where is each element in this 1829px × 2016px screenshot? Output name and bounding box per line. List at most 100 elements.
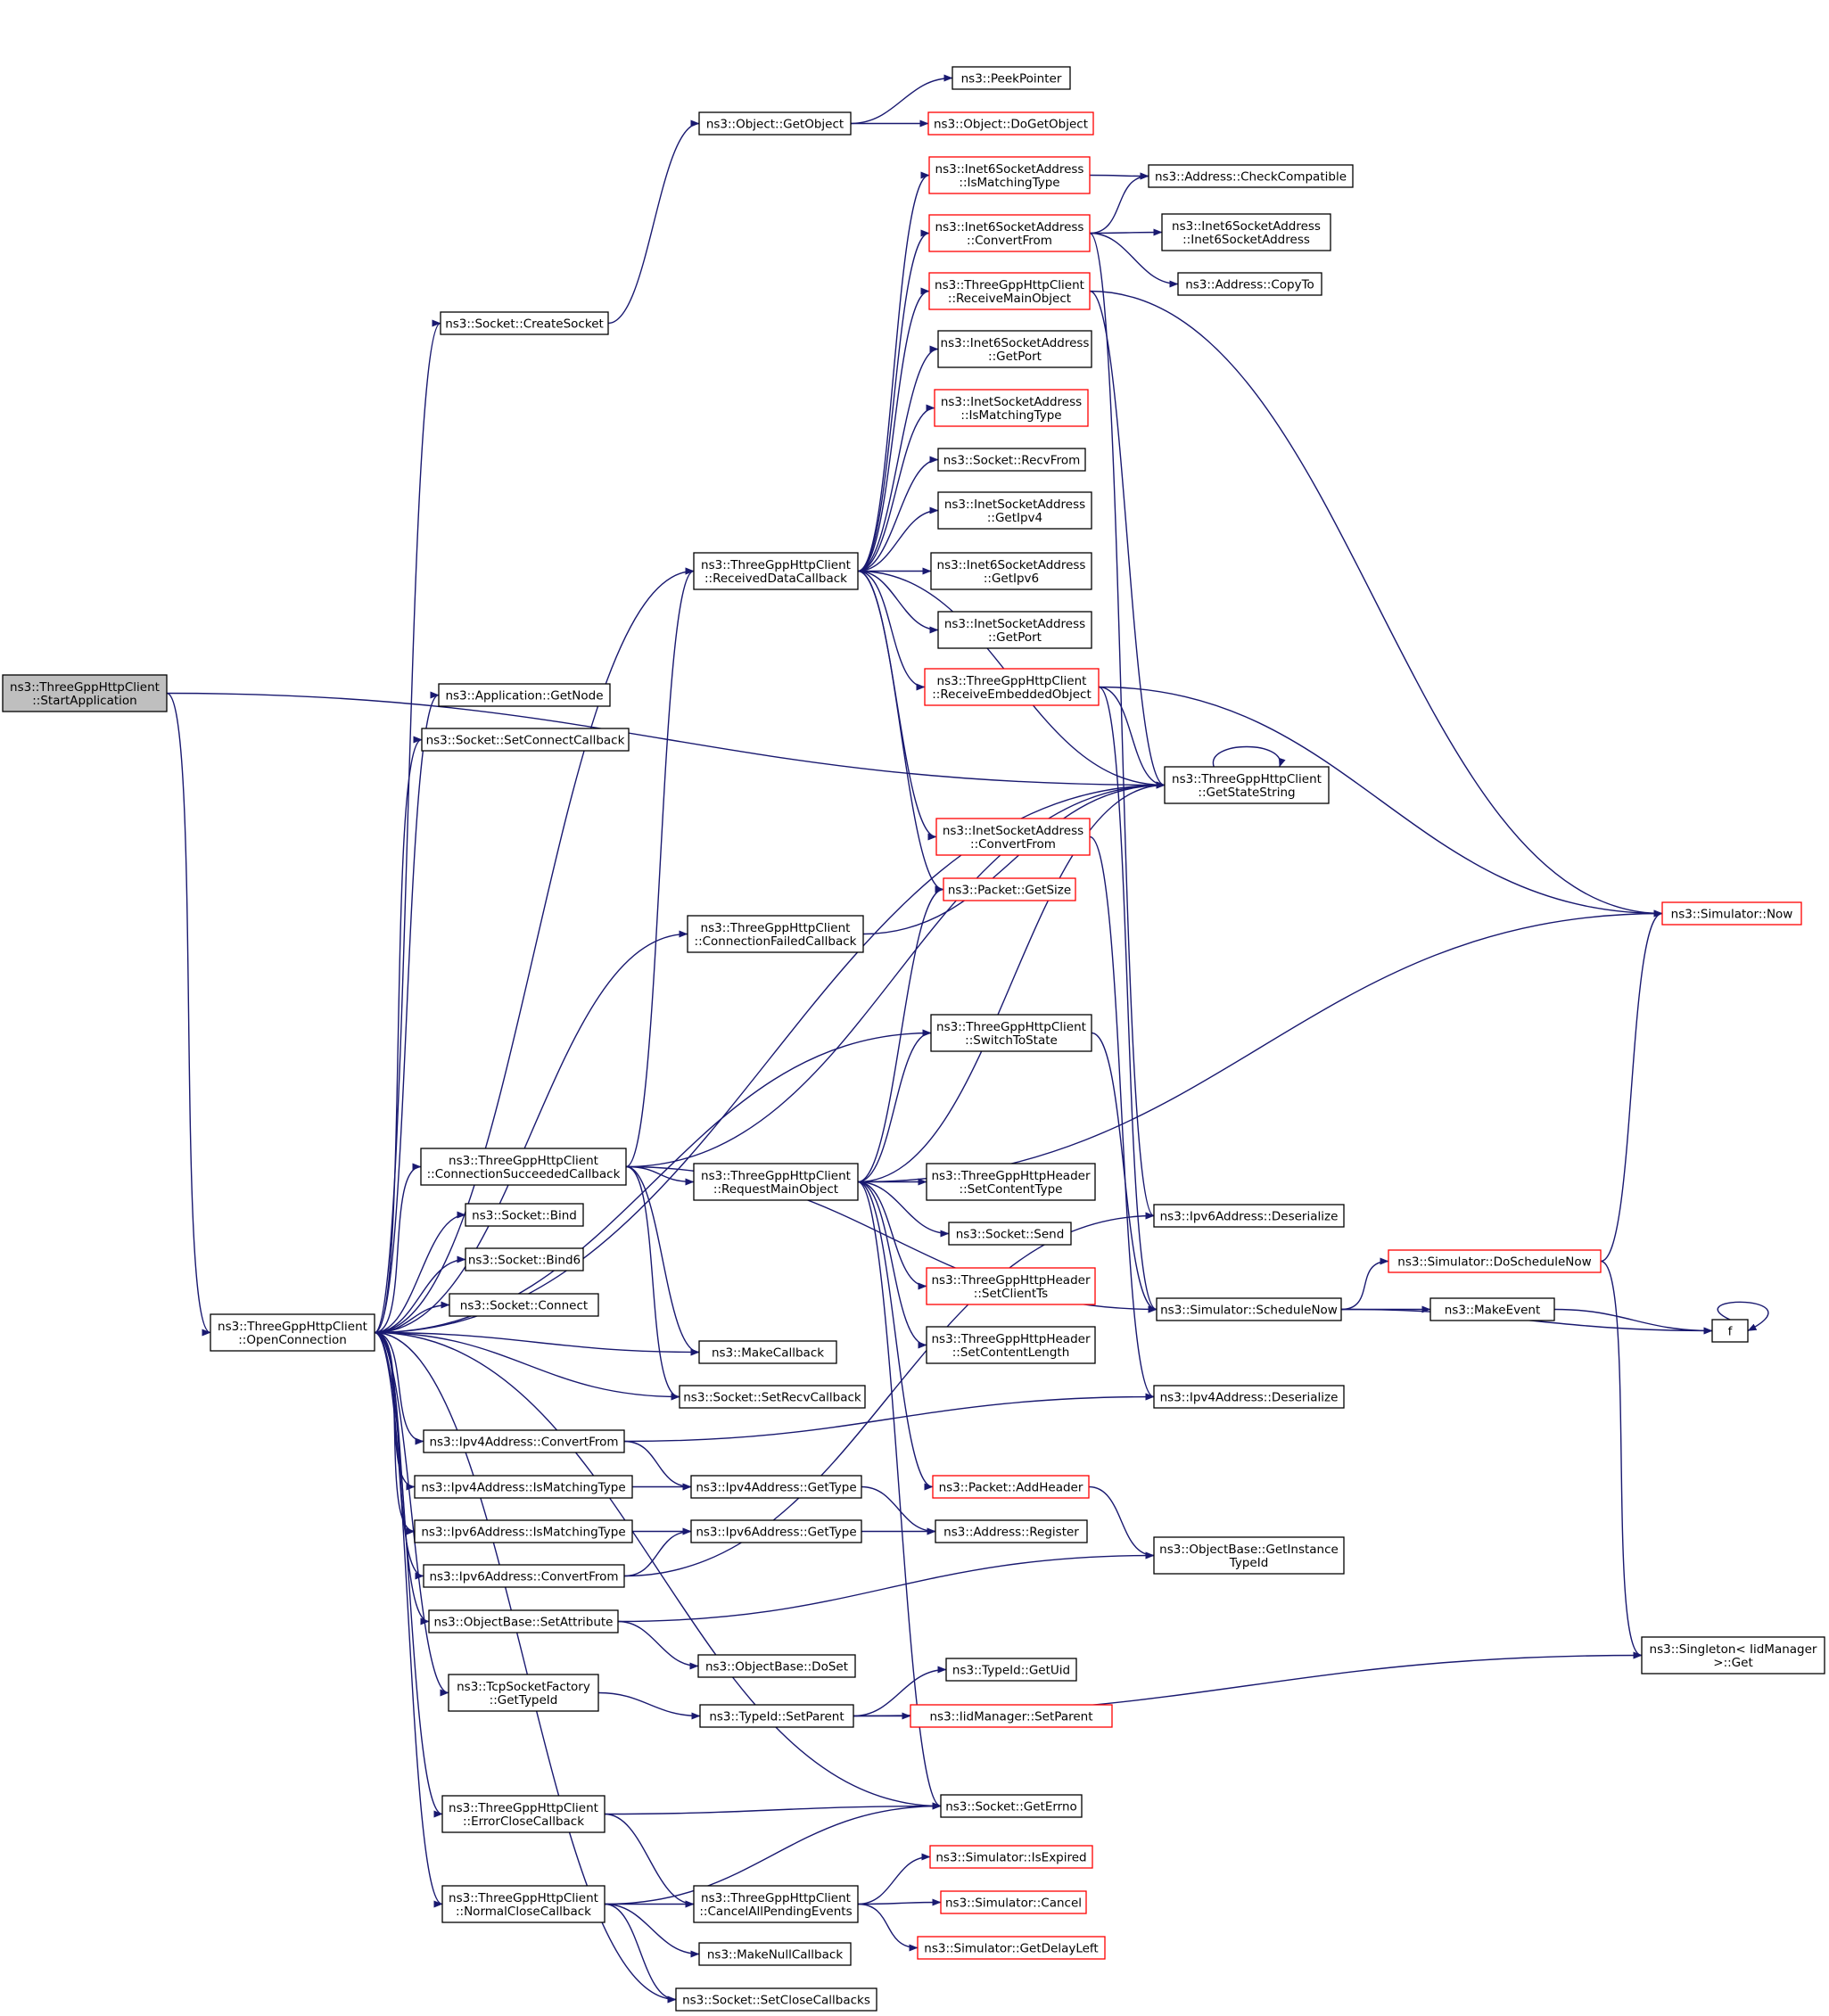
node-packet-get-size[interactable]: ns3::Packet::GetSize [943, 877, 1076, 901]
node-receive-main[interactable]: ns3::ThreeGppHttpClient::ReceiveMainObje… [928, 272, 1091, 310]
node-box [449, 1293, 599, 1317]
node-i4-is-matching[interactable]: ns3::InetSocketAddress::IsMatchingType [934, 389, 1089, 427]
node-copy-to[interactable]: ns3::Address::CopyTo [1177, 272, 1322, 296]
node-box [927, 111, 1094, 136]
node-label: ns3::InetSocketAddress [944, 498, 1085, 512]
node-do-set[interactable]: ns3::ObjectBase::DoSet [697, 1654, 856, 1678]
node-set-attribute[interactable]: ns3::ObjectBase::SetAttribute [428, 1609, 619, 1633]
node-socket-bind[interactable]: ns3::Socket::Bind [465, 1203, 584, 1227]
node-i6-convert-from[interactable]: ns3::Inet6SocketAddress::ConvertFrom [928, 214, 1091, 252]
node-ipv6-deserialize[interactable]: ns3::Ipv6Address::Deserialize [1153, 1204, 1345, 1228]
node-set-close-cbs[interactable]: ns3::Socket::SetCloseCallbacks [675, 1987, 877, 2012]
node-packet-add-header[interactable]: ns3::Packet::AddHeader [932, 1475, 1090, 1499]
node-type-id-set-parent[interactable]: ns3::TypeId::SetParent [699, 1704, 854, 1728]
node-box [428, 1609, 619, 1633]
node-label: ::ConvertFrom [970, 837, 1056, 852]
node-start-app[interactable]: ns3::ThreeGppHttpClient::StartApplicatio… [2, 674, 168, 712]
node-label: ns3::MakeEvent [1445, 1304, 1541, 1318]
node-set-connect-cb[interactable]: ns3::Socket::SetConnectCallback [421, 728, 630, 752]
node-label: ns3::Ipv6Address::GetType [696, 1526, 856, 1540]
node-normal-close-cb[interactable]: ns3::ThreeGppHttpClient::NormalCloseCall… [441, 1885, 606, 1923]
node-cancel-all-pending[interactable]: ns3::ThreeGppHttpClient::CancelAllPendin… [693, 1885, 859, 1923]
node-socket-bind6[interactable]: ns3::Socket::Bind6 [465, 1247, 584, 1271]
node-i6-get-ipv6[interactable]: ns3::Inet6SocketAddress::GetIpv6 [930, 552, 1092, 590]
call-edge-get_object-to-peek_pointer [850, 74, 953, 125]
node-peek-pointer[interactable]: ns3::PeekPointer [952, 66, 1071, 90]
node-label: ns3::Simulator::ScheduleNow [1160, 1304, 1338, 1318]
node-i6-is-matching[interactable]: ns3::Inet6SocketAddress::IsMatchingType [928, 156, 1091, 194]
node-box [1429, 1297, 1555, 1321]
node-make-null-cb[interactable]: ns3::MakeNullCallback [698, 1942, 852, 1966]
node-sim-get-delay-left[interactable]: ns3::Simulator::GetDelayLeft [917, 1936, 1106, 1960]
node-schedule-now[interactable]: ns3::Simulator::ScheduleNow [1156, 1297, 1342, 1321]
node-label: ::ReceiveMainObject [948, 292, 1071, 306]
node-i6-ctor[interactable]: ns3::Inet6SocketAddress::Inet6SocketAddr… [1161, 213, 1331, 251]
node-create-socket[interactable]: ns3::Socket::CreateSocket [440, 311, 609, 335]
node-ipv6-get-type[interactable]: ns3::Ipv6Address::GetType [690, 1519, 862, 1543]
node-label: ns3::Singleton< IidManager [1650, 1642, 1817, 1657]
node-label: ns3::ThreeGppHttpClient [449, 1891, 598, 1905]
call-edge-set_attribute-to-get_instance_type_id [617, 1551, 1155, 1623]
node-i4-get-port[interactable]: ns3::InetSocketAddress::GetPort [937, 611, 1092, 649]
node-i6-get-port[interactable]: ns3::Inet6SocketAddress::GetPort [937, 330, 1092, 368]
call-edge-open_conn-to-create_socket [374, 319, 441, 1334]
node-singleton-get[interactable]: ns3::Singleton< IidManager >::Get [1641, 1636, 1825, 1675]
node-iid-set-parent[interactable]: ns3::IidManager::SetParent [910, 1704, 1113, 1728]
call-edge-conn_succeeded_cb-to-make_callback [625, 1165, 700, 1356]
node-type-id-get-uid[interactable]: ns3::TypeId::GetUid [945, 1658, 1077, 1682]
call-edge-i6_convert_from-to-ipv6_deserialize [1089, 232, 1155, 1220]
node-error-close-cb[interactable]: ns3::ThreeGppHttpClient::ErrorCloseCallb… [441, 1795, 606, 1833]
node-sim-is-expired[interactable]: ns3::Simulator::IsExpired [929, 1845, 1093, 1869]
node-ipv6-convert-from[interactable]: ns3::Ipv6Address::ConvertFrom [423, 1564, 625, 1588]
node-socket-connect[interactable]: ns3::Socket::Connect [449, 1293, 599, 1317]
node-label: ns3::Inet6SocketAddress [935, 162, 1084, 177]
node-sim-cancel[interactable]: ns3::Simulator::Cancel [940, 1890, 1087, 1914]
node-get-object[interactable]: ns3::Object::GetObject [698, 111, 852, 136]
node-check-compatible[interactable]: ns3::Address::CheckCompatible [1148, 164, 1354, 188]
call-edge-i6_convert_from-to-copy_to [1089, 232, 1179, 288]
node-socket-get-errno[interactable]: ns3::Socket::GetErrno [940, 1794, 1083, 1818]
node-set-recv-cb[interactable]: ns3::Socket::SetRecvCallback [679, 1385, 866, 1409]
node-i4-convert-from[interactable]: ns3::InetSocketAddress::ConvertFrom [935, 818, 1091, 856]
node-conn-succeeded-cb[interactable]: ns3::ThreeGppHttpClient::ConnectionSucce… [420, 1148, 627, 1186]
node-set-client-ts[interactable]: ns3::ThreeGppHttpHeader::SetClientTs [926, 1267, 1096, 1305]
node-get-node[interactable]: ns3::Application::GetNode [438, 683, 611, 707]
node-make-callback[interactable]: ns3::MakeCallback [698, 1340, 837, 1364]
call-edge-ipv4_convert_from-to-ipv4_get_type [623, 1440, 692, 1491]
node-ipv4-is-matching[interactable]: ns3::Ipv4Address::IsMatchingType [414, 1475, 633, 1499]
node-box [693, 552, 859, 590]
node-received-data-cb[interactable]: ns3::ThreeGppHttpClient::ReceivedDataCal… [693, 552, 859, 590]
node-do-get-object[interactable]: ns3::Object::DoGetObject [927, 111, 1094, 136]
node-ipv4-get-type[interactable]: ns3::Ipv4Address::GetType [690, 1475, 862, 1499]
node-ipv4-convert-from[interactable]: ns3::Ipv4Address::ConvertFrom [423, 1429, 625, 1453]
node-conn-failed-cb[interactable]: ns3::ThreeGppHttpClient::ConnectionFaile… [687, 915, 864, 953]
node-label: ns3::Socket::Send [956, 1228, 1065, 1242]
node-box [1177, 272, 1322, 296]
node-do-schedule-now[interactable]: ns3::Simulator::DoScheduleNow [1388, 1249, 1602, 1273]
node-receive-embedded[interactable]: ns3::ThreeGppHttpClient::ReceiveEmbedded… [924, 668, 1100, 706]
node-label: ns3::Socket::CreateSocket [445, 317, 604, 332]
node-box [699, 1704, 854, 1728]
node-socket-send[interactable]: ns3::Socket::Send [948, 1222, 1072, 1246]
node-f[interactable]: f [1711, 1319, 1749, 1343]
node-recv-from[interactable]: ns3::Socket::RecvFrom [937, 448, 1086, 472]
node-switch-to-state[interactable]: ns3::ThreeGppHttpClient::SwitchToState [930, 1014, 1092, 1052]
node-get-state-string[interactable]: ns3::ThreeGppHttpClient::GetStateString [1164, 766, 1330, 804]
node-make-event[interactable]: ns3::MakeEvent [1429, 1297, 1555, 1321]
node-ipv6-is-matching[interactable]: ns3::Ipv6Address::IsMatchingType [414, 1519, 633, 1543]
node-request-main[interactable]: ns3::ThreeGppHttpClient::RequestMainObje… [693, 1163, 859, 1201]
node-ipv4-deserialize[interactable]: ns3::Ipv4Address::Deserialize [1153, 1385, 1345, 1409]
node-i4-get-ipv4[interactable]: ns3::InetSocketAddress::GetIpv4 [937, 491, 1092, 530]
node-label: ns3::ThreeGppHttpClient [449, 1801, 598, 1815]
node-address-register[interactable]: ns3::Address::Register [935, 1519, 1088, 1543]
call-edge-normal_close_cb-to-socket_get_errno [604, 1802, 942, 1905]
node-sim-now[interactable]: ns3::Simulator::Now [1661, 901, 1802, 926]
node-tcp-get-type-id[interactable]: ns3::TcpSocketFactory::GetTypeId [448, 1674, 599, 1712]
node-box [928, 272, 1091, 310]
node-label: ns3::ThreeGppHttpClient [701, 921, 851, 935]
node-set-content-type[interactable]: ns3::ThreeGppHttpHeader::SetContentType [926, 1163, 1096, 1201]
node-open-conn[interactable]: ns3::ThreeGppHttpClient::OpenConnection [210, 1313, 375, 1352]
node-set-content-length[interactable]: ns3::ThreeGppHttpHeader::SetContentLengt… [926, 1326, 1096, 1364]
node-box [1153, 1385, 1345, 1409]
